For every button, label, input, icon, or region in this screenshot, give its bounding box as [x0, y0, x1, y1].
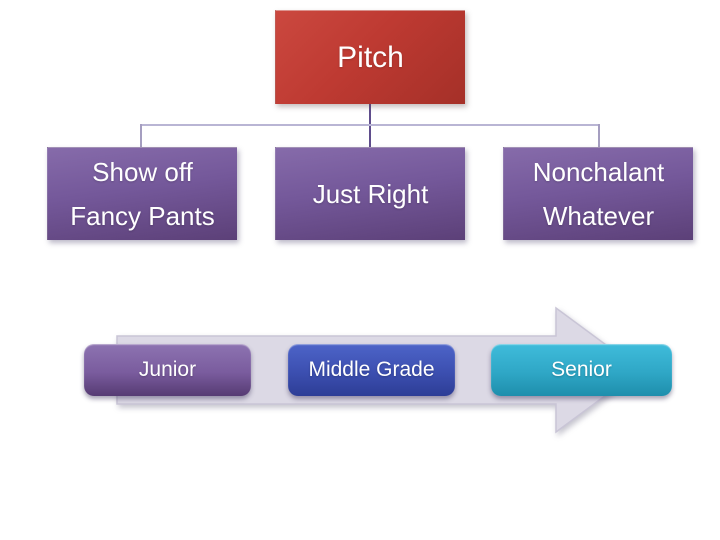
stage-senior-label: Senior — [551, 358, 612, 381]
stage-junior: Junior — [84, 344, 251, 396]
stage-middle-grade-label: Middle Grade — [308, 358, 435, 381]
node-label-line: Just Right — [312, 179, 429, 209]
stage-junior-label: Junior — [138, 358, 197, 381]
node-just-right: Just Right — [275, 147, 465, 240]
node-show-off-fancy-pants: Show off Fancy Pants — [47, 147, 237, 240]
stage-senior: Senior — [491, 344, 672, 396]
node-label-line: Nonchalant — [532, 157, 665, 187]
node-label-line: Show off — [92, 157, 193, 187]
stage-middle-grade: Middle Grade — [288, 344, 455, 396]
node-pitch-label: Pitch — [337, 40, 404, 74]
node-label-line: Fancy Pants — [70, 201, 215, 231]
node-pitch: Pitch — [275, 10, 465, 104]
node-nonchalant-whatever: Nonchalant Whatever — [503, 147, 693, 240]
node-label-line: Whatever — [542, 201, 655, 231]
